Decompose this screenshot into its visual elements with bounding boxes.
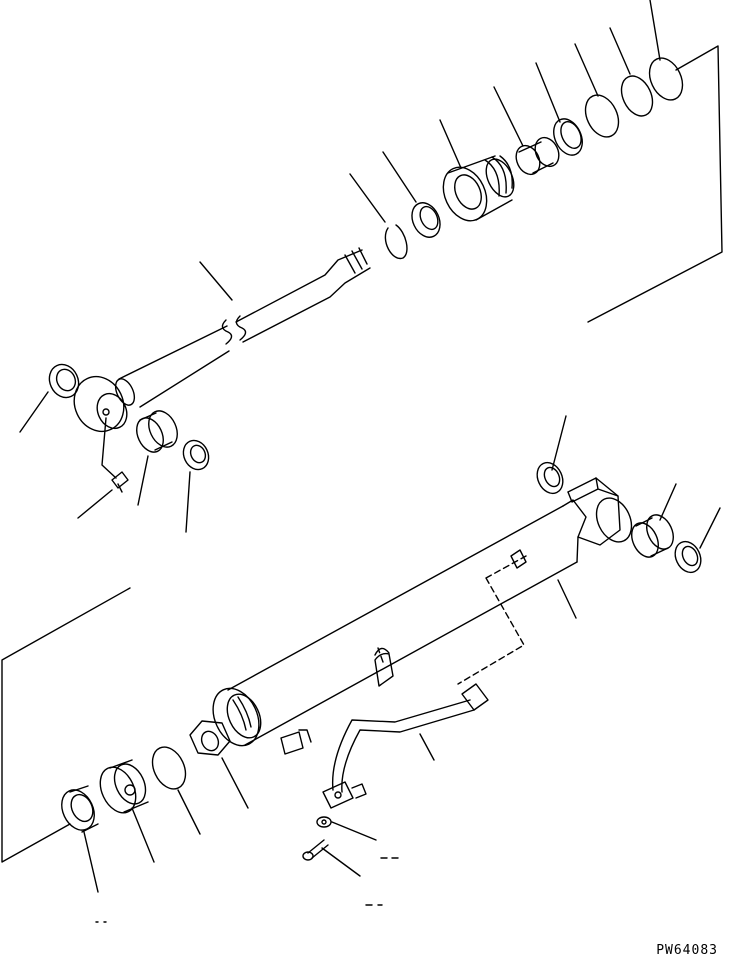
o-ring bbox=[146, 742, 192, 795]
rod-end-bushing bbox=[132, 406, 183, 456]
backup-ring bbox=[407, 198, 446, 242]
head-bushing bbox=[532, 458, 567, 497]
head-seal bbox=[670, 537, 705, 576]
ring-seal-1 bbox=[643, 53, 689, 106]
piston bbox=[435, 155, 519, 228]
rod-assembly bbox=[20, 0, 722, 532]
dust-seal-left bbox=[44, 360, 84, 403]
hydraulic-pipe bbox=[323, 684, 488, 808]
head-pin-bushing bbox=[627, 511, 679, 562]
dashed-lines bbox=[378, 556, 526, 684]
snap-ring bbox=[385, 225, 407, 258]
piston-rod bbox=[65, 248, 370, 440]
ring-seal-2 bbox=[615, 71, 658, 121]
bracket-upper bbox=[588, 46, 722, 322]
leader-lines-lower bbox=[84, 416, 720, 892]
bushing bbox=[512, 134, 564, 178]
drawing-id: PW64083 bbox=[656, 943, 718, 958]
rod-end-seal bbox=[179, 436, 213, 473]
bolt bbox=[303, 840, 328, 860]
wear-ring bbox=[548, 114, 588, 159]
dash-marks bbox=[96, 858, 398, 922]
bracket-lower bbox=[2, 588, 130, 862]
cylinder-assembly bbox=[2, 416, 720, 922]
cylinder-head bbox=[93, 759, 151, 818]
ring-seal-3 bbox=[579, 90, 625, 143]
washer bbox=[317, 817, 331, 827]
leader-lines-upper bbox=[20, 0, 660, 532]
cylinder-tube bbox=[204, 478, 638, 754]
gland-nut bbox=[190, 721, 230, 755]
dust-seal-lower bbox=[56, 785, 101, 836]
grease-fitting bbox=[102, 418, 128, 492]
